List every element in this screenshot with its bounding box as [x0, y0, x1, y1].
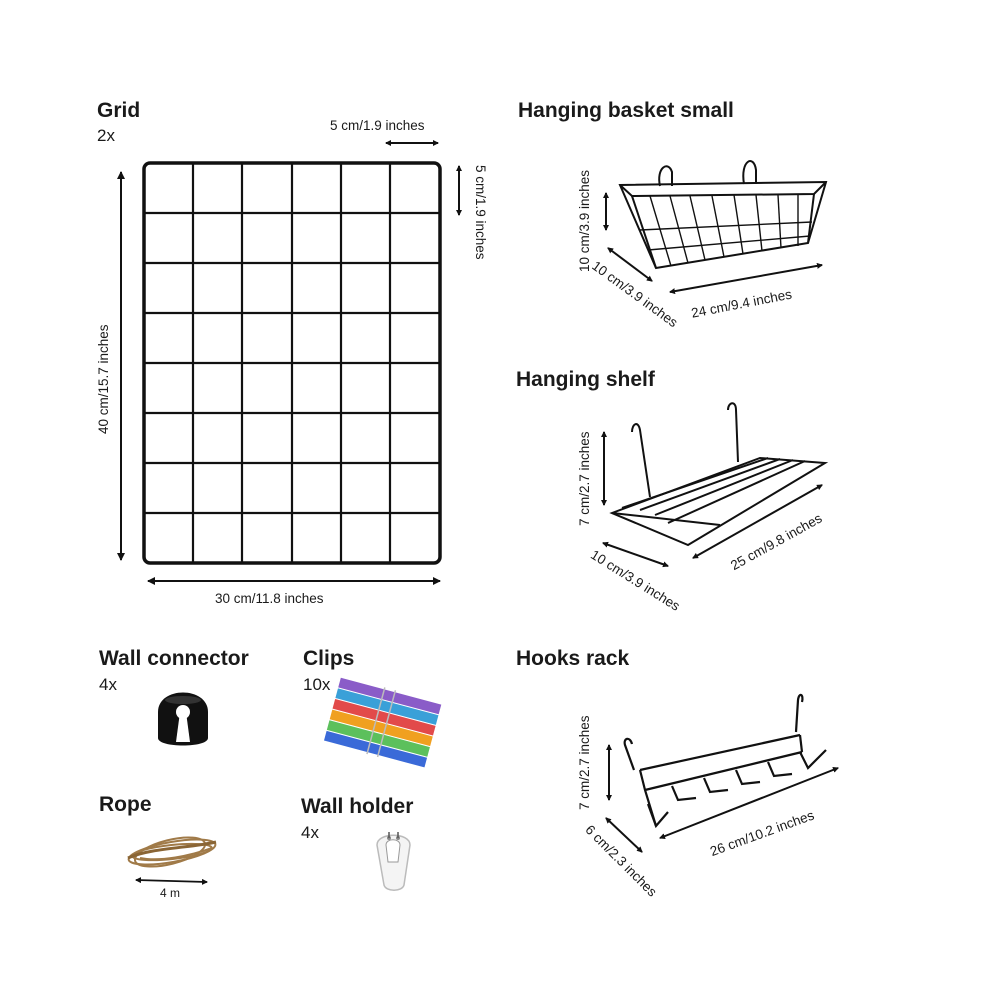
grid-panel-drawing — [142, 161, 442, 565]
grid-height-label: 40 cm/15.7 inches — [96, 324, 111, 434]
rope-dimension-arrow — [135, 877, 208, 885]
clips-drawing — [324, 677, 442, 768]
clips-title: Clips — [303, 647, 355, 670]
rope-drawing — [127, 836, 217, 868]
grid-width-label: 30 cm/11.8 inches — [215, 591, 324, 606]
grid-cell-height-label: 5 cm/1.9 inches — [473, 165, 488, 260]
hooks-dimension-arrows — [605, 744, 839, 853]
rope-length-label: 4 m — [160, 886, 181, 900]
connector-title: Wall connector — [99, 647, 249, 670]
connector-quantity: 4x — [99, 675, 117, 694]
holder-title: Wall holder — [301, 795, 414, 818]
wall-holder-drawing — [376, 832, 411, 891]
hooks-title: Hooks rack — [516, 647, 630, 670]
holder-quantity: 4x — [301, 823, 319, 842]
clips-quantity: 10x — [303, 675, 331, 694]
basket-dimension-arrows — [603, 192, 823, 295]
hooks-height-label: 7 cm/2.7 inches — [577, 715, 592, 810]
basket-height-label: 10 cm/3.9 inches — [577, 169, 592, 272]
wall-connector-drawing — [158, 692, 208, 746]
shelf-dimension-arrows — [601, 431, 823, 568]
grid-dimension-arrows — [117, 140, 462, 585]
basket-title: Hanging basket small — [518, 99, 734, 122]
basket-drawing — [618, 160, 828, 270]
grid-title: Grid — [97, 99, 141, 122]
hooks-rack-drawing — [623, 693, 827, 829]
shelf-title: Hanging shelf — [516, 368, 655, 391]
grid-cell-width-label: 5 cm/1.9 inches — [330, 118, 425, 133]
grid-quantity: 2x — [97, 126, 115, 145]
rope-title: Rope — [99, 793, 152, 816]
shelf-height-label: 7 cm/2.7 inches — [577, 431, 592, 526]
